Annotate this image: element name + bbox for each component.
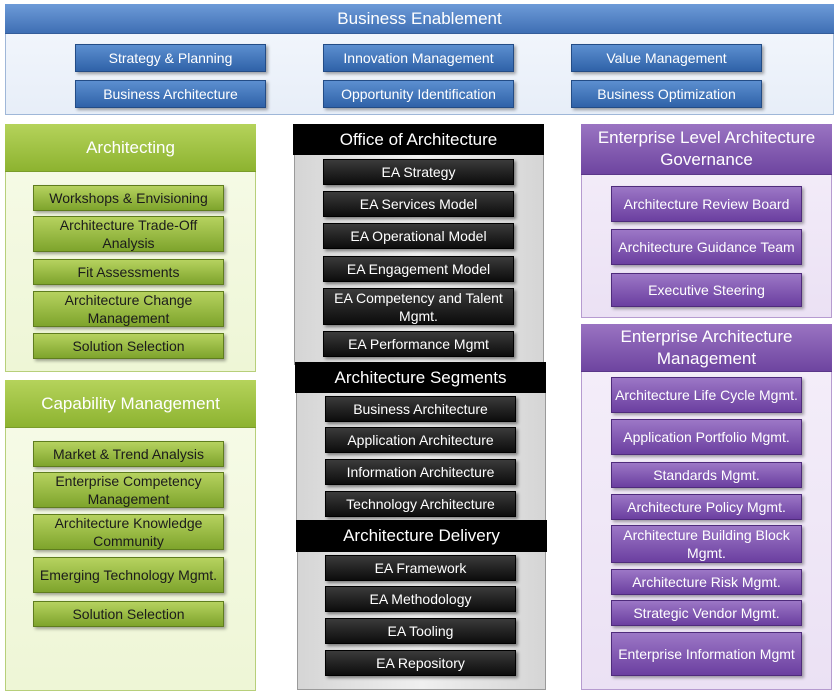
strategy-planning-box[interactable]: Strategy & Planning <box>75 44 266 72</box>
ea-engagement-model-box[interactable]: EA Engagement Model <box>323 256 514 282</box>
architecture-guidance-team-box[interactable]: Architecture Guidance Team <box>611 229 802 265</box>
policy-mgmt-box[interactable]: Architecture Policy Mgmt. <box>611 494 802 520</box>
ea-management-title: Enterprise Architecture Management <box>581 324 832 372</box>
architecture-knowledge-community-box[interactable]: Architecture Knowledge Community <box>33 514 224 550</box>
business-enablement-title: Business Enablement <box>5 4 834 34</box>
capability-management-title: Capability Management <box>5 380 256 428</box>
trade-off-analysis-box[interactable]: Architecture Trade-Off Analysis <box>33 216 224 252</box>
ea-services-model-box[interactable]: EA Services Model <box>323 191 514 217</box>
market-trend-analysis-box[interactable]: Market & Trend Analysis <box>33 441 224 467</box>
architecture-review-board-box[interactable]: Architecture Review Board <box>611 186 802 222</box>
business-optimization-box[interactable]: Business Optimization <box>571 80 762 108</box>
risk-mgmt-box[interactable]: Architecture Risk Mgmt. <box>611 569 802 595</box>
enterprise-competency-management-box[interactable]: Enterprise Competency Management <box>33 472 224 508</box>
ea-operational-model-box[interactable]: EA Operational Model <box>323 223 514 249</box>
enterprise-information-mgmt-box[interactable]: Enterprise Information Mgmt <box>611 632 802 676</box>
segment-technology-architecture-box[interactable]: Technology Architecture <box>325 491 516 517</box>
segment-business-architecture-box[interactable]: Business Architecture <box>325 396 516 422</box>
ea-competency-talent-box[interactable]: EA Competency and Talent Mgmt. <box>323 288 514 325</box>
strategic-vendor-mgmt-box[interactable]: Strategic Vendor Mgmt. <box>611 600 802 626</box>
governance-title: Enterprise Level Architecture Governance <box>581 124 832 175</box>
workshops-envisioning-box[interactable]: Workshops & Envisioning <box>33 185 224 211</box>
architecting-title: Architecting <box>5 124 256 172</box>
ea-tooling-box[interactable]: EA Tooling <box>325 618 516 644</box>
value-management-box[interactable]: Value Management <box>571 44 762 72</box>
office-of-architecture-title: Office of Architecture <box>293 124 544 155</box>
segment-application-architecture-box[interactable]: Application Architecture <box>325 427 516 453</box>
ea-methodology-box[interactable]: EA Methodology <box>325 586 516 612</box>
solution-selection-box[interactable]: Solution Selection <box>33 333 224 359</box>
ea-performance-mgmt-box[interactable]: EA Performance Mgmt <box>323 331 514 357</box>
life-cycle-mgmt-box[interactable]: Architecture Life Cycle Mgmt. <box>611 377 802 413</box>
ea-strategy-box[interactable]: EA Strategy <box>323 159 514 185</box>
architecture-delivery-title: Architecture Delivery <box>296 520 547 552</box>
standards-mgmt-box[interactable]: Standards Mgmt. <box>611 462 802 488</box>
innovation-management-box[interactable]: Innovation Management <box>323 44 514 72</box>
ea-framework-box[interactable]: EA Framework <box>325 555 516 581</box>
segment-information-architecture-box[interactable]: Information Architecture <box>325 459 516 485</box>
solution-selection-2-box[interactable]: Solution Selection <box>33 601 224 627</box>
opportunity-identification-box[interactable]: Opportunity Identification <box>323 80 514 108</box>
application-portfolio-mgmt-box[interactable]: Application Portfolio Mgmt. <box>611 419 802 455</box>
architecture-segments-title: Architecture Segments <box>295 362 546 393</box>
building-block-mgmt-box[interactable]: Architecture Building Block Mgmt. <box>611 525 802 563</box>
ea-repository-box[interactable]: EA Repository <box>325 650 516 676</box>
architecture-change-management-box[interactable]: Architecture Change Management <box>33 291 224 327</box>
executive-steering-box[interactable]: Executive Steering <box>611 273 802 307</box>
business-architecture-box[interactable]: Business Architecture <box>75 80 266 108</box>
emerging-technology-mgmt-box[interactable]: Emerging Technology Mgmt. <box>33 557 224 593</box>
fit-assessments-box[interactable]: Fit Assessments <box>33 259 224 285</box>
